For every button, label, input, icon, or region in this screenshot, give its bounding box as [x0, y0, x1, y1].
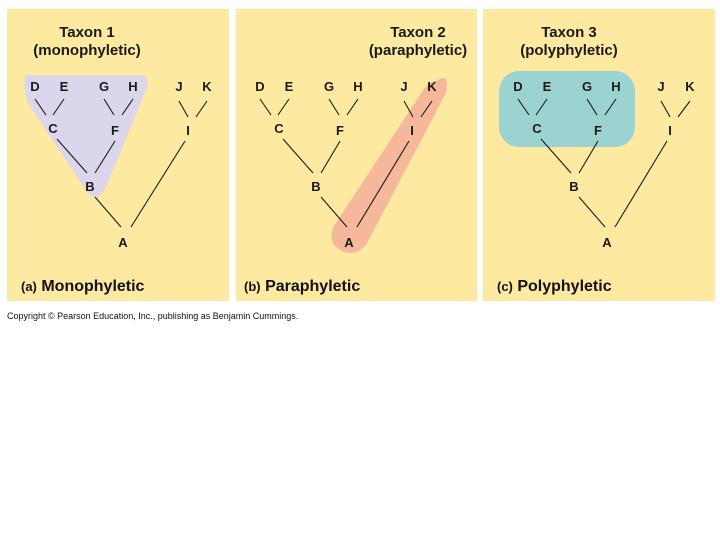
tree-diagram-polyphyletic: Taxon 3 (polyphyletic) D E G H J K C F I…: [499, 24, 695, 250]
node-f: F: [594, 123, 602, 138]
node-a: A: [118, 235, 128, 250]
taxon-title: Taxon 3: [541, 24, 597, 41]
node-c: C: [274, 121, 284, 136]
copyright-notice: Copyright © Pearson Education, Inc., pub…: [7, 311, 299, 321]
leaf-j: J: [400, 79, 407, 94]
node-f: F: [336, 123, 344, 138]
tree-diagram-monophyletic: Taxon 1 (monophyletic) D E G H J K C F I…: [24, 24, 212, 250]
taxon-subtitle: (paraphyletic): [369, 42, 467, 59]
caption-word: Paraphyletic: [265, 278, 361, 295]
leaf-e: E: [285, 79, 294, 94]
tree-branches: [34, 98, 208, 228]
caption-letter: (b): [244, 279, 261, 294]
node-i: I: [186, 123, 190, 138]
node-i: I: [668, 123, 672, 138]
taxon-subtitle: (polyphyletic): [520, 42, 618, 59]
leaf-g: G: [582, 79, 592, 94]
leaf-h: H: [353, 79, 362, 94]
taxon-subtitle: (monophyletic): [33, 42, 141, 59]
polyphyletic-highlight: [499, 71, 635, 147]
caption-letter: (a): [21, 279, 37, 294]
paraphyletic-highlight: [331, 77, 447, 253]
leaf-k: K: [685, 79, 695, 94]
leaf-d: D: [513, 79, 522, 94]
taxon-title: Taxon 1: [59, 24, 115, 41]
node-c: C: [48, 121, 58, 136]
tree-diagram-paraphyletic: Taxon 2 (paraphyletic) D E G H J K C F I…: [255, 24, 467, 253]
tree-branches: [259, 98, 433, 228]
node-a: A: [344, 235, 354, 250]
leaf-k: K: [427, 79, 437, 94]
leaf-h: H: [611, 79, 620, 94]
node-i: I: [410, 123, 414, 138]
node-a: A: [602, 235, 612, 250]
caption-word: Polyphyletic: [517, 278, 612, 295]
panel-caption: (a) Monophyletic: [21, 278, 144, 296]
leaf-j: J: [657, 79, 664, 94]
panel-paraphyletic: Taxon 2 (paraphyletic) D E G H J K C F I…: [236, 9, 477, 301]
taxon-title: Taxon 2: [390, 24, 446, 41]
panel-polyphyletic: Taxon 3 (polyphyletic) D E G H J K C F I…: [483, 9, 715, 301]
node-b: B: [85, 179, 94, 194]
leaf-j: J: [175, 79, 182, 94]
panel-caption: (c) Polyphyletic: [497, 278, 612, 296]
leaf-e: E: [60, 79, 69, 94]
caption-word: Monophyletic: [41, 278, 145, 295]
leaf-g: G: [324, 79, 334, 94]
leaf-e: E: [543, 79, 552, 94]
node-b: B: [311, 179, 320, 194]
panel-monophyletic: Taxon 1 (monophyletic) D E G H J K C F I…: [7, 9, 229, 301]
node-c: C: [532, 121, 542, 136]
leaf-d: D: [30, 79, 39, 94]
leaf-g: G: [99, 79, 109, 94]
tree-branches: [517, 98, 691, 228]
caption-letter: (c): [497, 279, 513, 294]
leaf-k: K: [202, 79, 212, 94]
leaf-h: H: [128, 79, 137, 94]
panel-caption: (b) Paraphyletic: [244, 278, 360, 296]
monophyletic-highlight: [24, 75, 148, 197]
node-f: F: [111, 123, 119, 138]
node-b: B: [569, 179, 578, 194]
leaf-d: D: [255, 79, 264, 94]
